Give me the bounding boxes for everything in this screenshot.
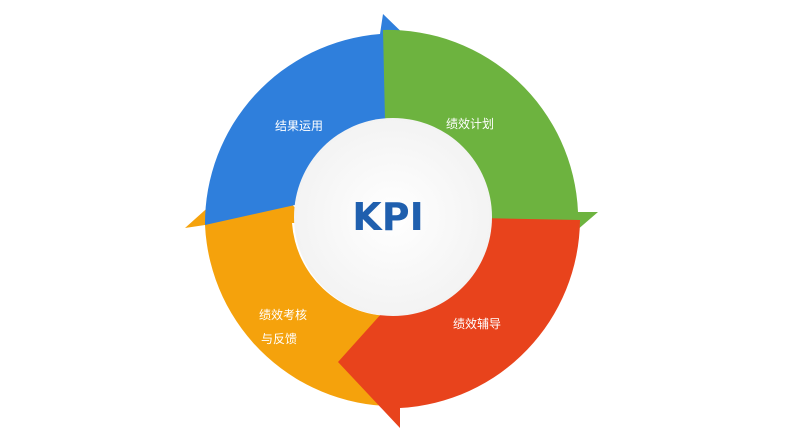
center-disc	[294, 118, 492, 316]
cycle-arrow-segment	[383, 29, 598, 276]
cycle-arrow-segment	[185, 168, 403, 407]
segment-label: 结果运用	[275, 119, 323, 133]
cycle-arrow-segment	[338, 218, 580, 428]
segment-label: 绩效辅导	[453, 316, 501, 331]
segment-label: 与反馈	[261, 332, 297, 346]
segment-label: 绩效计划	[446, 116, 494, 131]
center-label: KPI	[352, 195, 423, 239]
segment-label: 绩效考核	[259, 307, 307, 322]
